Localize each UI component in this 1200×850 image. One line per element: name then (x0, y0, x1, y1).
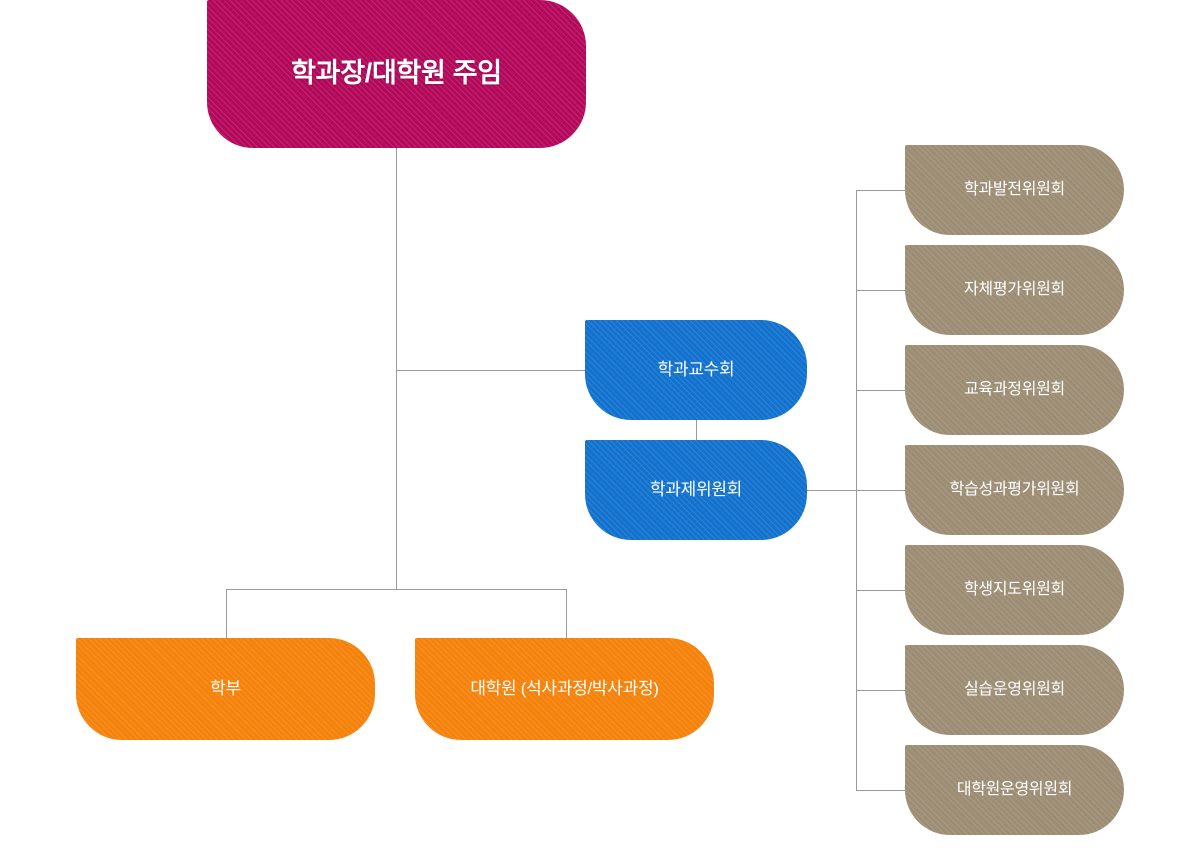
connector-stub-committee-5 (856, 590, 906, 591)
node-graduate-school[interactable]: 대학원 (석사과정/박사과정) (415, 638, 714, 740)
connector-stub-committee-6 (856, 690, 906, 691)
node-department-head[interactable]: 학과장/대학원 주임 (207, 0, 586, 148)
node-committee-development[interactable]: 학과발전위원회 (905, 145, 1124, 235)
node-undergraduate[interactable]: 학부 (76, 638, 375, 740)
node-committee-learning-outcomes-label: 학습성과평가위원회 (949, 481, 1080, 498)
node-department-committees-label: 학과제위원회 (649, 480, 743, 500)
connector-root-trunk (396, 148, 397, 590)
node-committee-curriculum-label: 교육과정위원회 (964, 381, 1065, 398)
connector-stub-committee-1 (856, 190, 906, 191)
node-committee-student-guidance[interactable]: 학생지도위원회 (905, 545, 1124, 635)
connector-committees-to-spine (807, 490, 857, 491)
connector-root-to-faculty-meeting (396, 370, 586, 371)
node-undergraduate-label: 학부 (210, 679, 241, 699)
node-committee-practicum[interactable]: 실습운영위원회 (905, 645, 1124, 735)
connector-stub-committee-4 (856, 490, 906, 491)
node-faculty-meeting-label: 학과교수회 (657, 360, 735, 380)
node-committee-learning-outcomes[interactable]: 학습성과평가위원회 (905, 445, 1124, 535)
connector-drop-undergraduate (226, 589, 227, 639)
connector-stub-committee-3 (856, 390, 906, 391)
node-committee-graduate-operations[interactable]: 대학원운영위원회 (905, 745, 1124, 835)
node-committee-development-label: 학과발전위원회 (964, 181, 1065, 198)
node-committee-self-evaluation-label: 자체평가위원회 (964, 281, 1065, 298)
connector-drop-graduate (566, 589, 567, 639)
node-department-head-label: 학과장/대학원 주임 (291, 58, 502, 89)
node-faculty-meeting[interactable]: 학과교수회 (585, 320, 807, 420)
connector-bottom-split-bar (226, 589, 567, 590)
node-committee-self-evaluation[interactable]: 자체평가위원회 (905, 245, 1124, 335)
node-committee-graduate-operations-label: 대학원운영위원회 (956, 781, 1073, 798)
connector-faculty-meeting-to-committees (696, 419, 697, 441)
node-committee-practicum-label: 실습운영위원회 (964, 681, 1065, 698)
node-department-committees[interactable]: 학과제위원회 (585, 440, 807, 540)
connector-stub-committee-2 (856, 290, 906, 291)
node-graduate-school-label: 대학원 (석사과정/박사과정) (470, 679, 659, 699)
connector-stub-committee-7 (856, 790, 906, 791)
node-committee-curriculum[interactable]: 교육과정위원회 (905, 345, 1124, 435)
node-committee-student-guidance-label: 학생지도위원회 (964, 581, 1065, 598)
